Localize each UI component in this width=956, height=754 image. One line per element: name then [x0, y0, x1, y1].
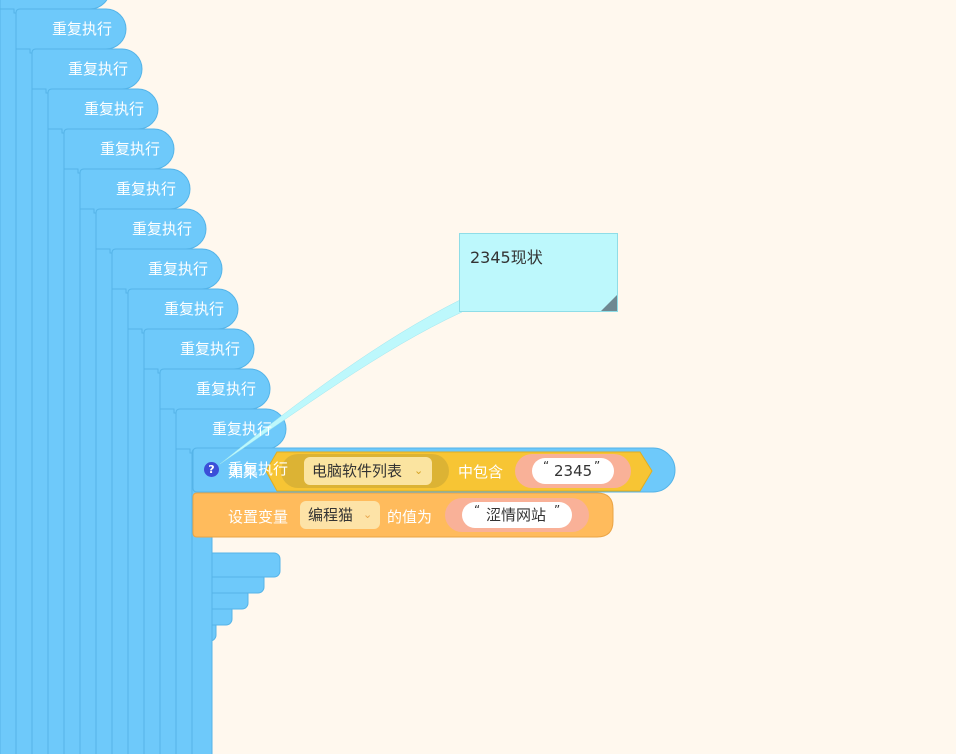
chevron-down-icon: ⌄ [363, 508, 373, 521]
string-input-set[interactable]: 涩情网站 “ ” [462, 502, 572, 528]
close-quote: ” [554, 503, 561, 517]
open-quote: “ [474, 503, 481, 517]
string-value-set: 涩情网站 [486, 506, 547, 524]
repeat-label: 重复执行 [84, 100, 145, 118]
comment-text[interactable]: 2345现状 [470, 248, 543, 267]
variable-dropdown[interactable]: 编程猫 ⌄ [300, 501, 380, 529]
repeat-label: 重复执行 [132, 220, 193, 238]
contains-label: 中包含 [458, 463, 504, 481]
string-input-if[interactable]: 2345 “ ” [532, 458, 614, 484]
string-block-if[interactable]: 2345 “ ” [515, 454, 631, 488]
resize-handle-icon[interactable] [601, 295, 617, 311]
open-quote: “ [543, 459, 550, 473]
list-dropdown[interactable]: 电脑软件列表 ⌄ [304, 457, 432, 485]
repeat-label: 重复执行 [228, 460, 289, 478]
set-variable-label: 设置变量 [228, 508, 289, 526]
repeat-label: 重复执行 [164, 300, 225, 318]
repeat-label: 重复执行 [148, 260, 209, 278]
value-label: 的值为 [387, 508, 433, 526]
repeat-label: 重复执行 [196, 380, 257, 398]
repeat-label: 重复执行 [68, 60, 129, 78]
if-label: 如果 [228, 463, 259, 481]
help-icon[interactable]: ? [204, 462, 219, 477]
repeat-label: 重复执行 [212, 420, 273, 438]
string-block-set[interactable]: 涩情网站 “ ” [445, 498, 589, 532]
repeat-label: 重复执行 [52, 20, 113, 38]
repeat-label: 重复执行 [180, 340, 241, 358]
string-value-if: 2345 [554, 462, 593, 480]
repeat-label: 重复执行 [116, 180, 177, 198]
comment-box[interactable]: 2345现状 [459, 233, 618, 312]
close-quote: ” [594, 459, 601, 473]
repeat-label: 重复执行 [100, 140, 161, 158]
list-name: 电脑软件列表 [312, 462, 403, 480]
chevron-down-icon: ⌄ [414, 464, 424, 477]
variable-name: 编程猫 [308, 506, 354, 524]
